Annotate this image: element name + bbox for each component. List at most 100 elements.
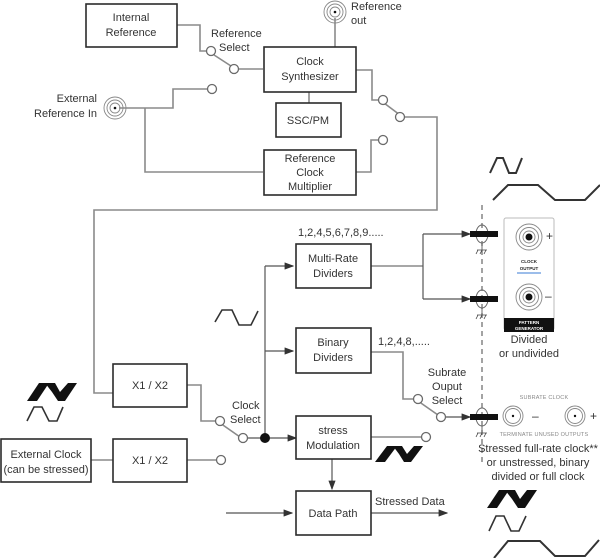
- junction-dot: [260, 433, 270, 443]
- coupler-icon-lower: [470, 289, 498, 320]
- svg-text:Reference In: Reference In: [34, 108, 97, 120]
- data-path-block: Data Path: [295, 490, 372, 536]
- svg-text:out: out: [351, 15, 366, 27]
- svg-text:Multi-Rate: Multi-Rate: [308, 253, 358, 265]
- svg-text:Clock: Clock: [232, 400, 260, 412]
- svg-text:Divided: Divided: [511, 334, 548, 346]
- svg-text:Select: Select: [432, 395, 463, 407]
- svg-text:Reference: Reference: [285, 153, 336, 165]
- clock-output-minus-connector-icon[interactable]: [515, 283, 543, 311]
- clock-synthesizer-block: Clock Synthesizer: [263, 46, 357, 93]
- external-clock-block: External Clock (can be stressed): [0, 438, 92, 483]
- terminate-unused-outputs-label: TERMINATE UNUSED OUTPUTS: [500, 432, 589, 438]
- clock-waveform-icon-left: [26, 406, 64, 422]
- subrate-minus-connector-icon[interactable]: [502, 405, 524, 427]
- svg-text:Internal: Internal: [113, 12, 150, 24]
- clock-select-node-a: [214, 415, 226, 427]
- svg-text:Reference: Reference: [106, 27, 157, 39]
- clock-waveform-icon-mid: [214, 309, 259, 326]
- ref-select-node-a: [205, 45, 217, 57]
- svg-text:divided or full clock: divided or full clock: [492, 471, 585, 483]
- synth-switch-node-c: [377, 134, 389, 146]
- ref-select-node-b: [228, 63, 240, 75]
- pattern-generator-label-line2: GENERATOR: [515, 326, 544, 331]
- svg-text:Stressed full-rate clock**: Stressed full-rate clock**: [478, 443, 599, 455]
- stressed-waveform-icon-mod: [375, 446, 423, 462]
- clock-waveform-icon-bottom-fast: [488, 515, 527, 532]
- clock-waveform-icon-bottom-slow: [493, 539, 600, 558]
- stressed-waveform-icon-left: [27, 383, 77, 401]
- plus-sign: +: [546, 229, 553, 243]
- svg-text:SSC/PM: SSC/PM: [287, 115, 329, 127]
- clock-waveform-icon-top-fast: [489, 157, 523, 174]
- svg-text:Multiplier: Multiplier: [288, 181, 332, 193]
- svg-text:Reference: Reference: [211, 28, 262, 40]
- clock-select-label: Clock Select: [230, 400, 261, 426]
- svg-text:X1 / X2: X1 / X2: [132, 380, 168, 392]
- reference-clock-multiplier-block: Reference Clock Multiplier: [263, 149, 357, 196]
- clock-waveform-icon-top-slow: [492, 184, 600, 201]
- stressed-data-label: Stressed Data: [375, 496, 446, 508]
- internal-reference-block: Internal Reference: [85, 3, 178, 48]
- subrate-clock-title: SUBRATE CLOCK: [520, 395, 569, 401]
- x1x2-lower-block: X1 / X2: [112, 438, 188, 483]
- reference-out-label: Reference out: [351, 1, 402, 27]
- clock-select-node-b: [237, 432, 249, 444]
- subrate-clock-panel: SUBRATE CLOCK – + TERMINATE UNUSED OUTPU…: [500, 395, 597, 438]
- synth-switch-node-a: [377, 94, 389, 106]
- svg-text:or unstressed, binary: or unstressed, binary: [487, 457, 590, 469]
- clock-output-label-line1: CLOCK: [521, 259, 538, 264]
- svg-text:Dividers: Dividers: [313, 268, 353, 280]
- subrate-minus-sign: –: [532, 409, 539, 423]
- svg-text:Modulation: Modulation: [306, 440, 360, 452]
- synth-switch-node-b: [394, 111, 406, 123]
- subrate-output-select-label: Subrate Ouput Select: [428, 367, 467, 407]
- divided-or-undivided-label: Divided or undivided: [499, 334, 559, 360]
- svg-text:Binary: Binary: [317, 337, 349, 349]
- svg-text:External: External: [57, 93, 97, 105]
- stress-modulation-block: stress Modulation: [295, 415, 372, 460]
- svg-text:External Clock: External Clock: [11, 449, 82, 461]
- subrate-select-node-a: [412, 393, 424, 405]
- pattern-generator-panel: + CLOCK OUTPUT – PATTERN GENERATOR: [503, 217, 555, 332]
- svg-text:Data Path: Data Path: [309, 508, 358, 520]
- subrate-plus-connector-icon[interactable]: [564, 405, 586, 427]
- svg-text:Ouput: Ouput: [432, 381, 462, 393]
- svg-text:Synthesizer: Synthesizer: [281, 71, 339, 83]
- stressed-clock-note: Stressed full-rate clock** or unstressed…: [478, 443, 599, 483]
- svg-text:Clock: Clock: [296, 56, 324, 68]
- subrate-select-node-b: [435, 411, 447, 423]
- svg-text:Subrate: Subrate: [428, 367, 467, 379]
- svg-text:Select: Select: [219, 42, 250, 54]
- binary-ratios-label: 1,2,4,8,.....: [378, 336, 430, 348]
- svg-text:Clock: Clock: [296, 167, 324, 179]
- multi-rate-dividers-block: Multi-Rate Dividers: [295, 243, 372, 289]
- svg-text:or undivided: or undivided: [499, 348, 559, 360]
- x1x2-upper-block: X1 / X2: [112, 363, 188, 408]
- coupler-icon-subrate: [470, 407, 498, 438]
- ref-select-node-c: [206, 83, 218, 95]
- external-reference-in-label: External Reference In: [34, 93, 97, 120]
- svg-text:Select: Select: [230, 414, 261, 426]
- reference-out-connector-icon[interactable]: [323, 0, 347, 24]
- coupler-icon-upper: [470, 224, 498, 255]
- svg-text:X1 / X2: X1 / X2: [132, 455, 168, 467]
- svg-text:(can be stressed): (can be stressed): [4, 464, 89, 476]
- minus-sign: –: [545, 289, 552, 303]
- pattern-generator-label-line1: PATTERN: [519, 320, 540, 325]
- multi-rate-ratios-label: 1,2,4,5,6,7,8,9.....: [298, 227, 384, 239]
- clock-output-plus-connector-icon[interactable]: [515, 223, 543, 251]
- svg-text:stress: stress: [318, 425, 348, 437]
- stress-output-node: [420, 431, 432, 443]
- clock-output-label-line2: OUTPUT: [520, 266, 539, 271]
- svg-text:Dividers: Dividers: [313, 352, 353, 364]
- external-reference-in-connector-icon[interactable]: [103, 96, 127, 120]
- svg-text:Reference: Reference: [351, 1, 402, 13]
- clock-select-node-c: [215, 454, 227, 466]
- subrate-plus-sign: +: [590, 409, 597, 423]
- binary-dividers-block: Binary Dividers: [295, 327, 372, 374]
- stressed-waveform-icon-bottom: [487, 490, 537, 508]
- reference-select-label: Reference Select: [211, 28, 262, 54]
- switch-nodes[interactable]: [205, 45, 447, 466]
